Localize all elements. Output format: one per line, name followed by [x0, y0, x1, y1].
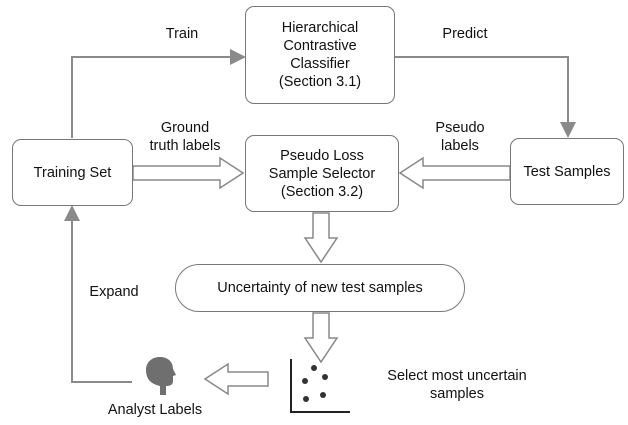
ground-truth-line-2: truth labels [149, 138, 221, 154]
select-line-2: samples [430, 386, 484, 402]
uncertainty-node: Uncertainty of new test samples [175, 264, 465, 312]
pseudo-line-1: Pseudo [435, 120, 485, 136]
analyst-labels-label: Analyst Labels [107, 402, 203, 418]
analyst-head-icon [146, 357, 176, 395]
ground-truth-label: Ground truth labels [135, 119, 235, 155]
selector-down-hollow-arrow [303, 212, 339, 264]
classifier-line-2: Contrastive [283, 38, 357, 54]
selector-line-1: Pseudo Loss [280, 147, 364, 164]
selector-line-3: (Section 3.2) [280, 183, 364, 200]
pseudo-labels-label: Pseudo labels [420, 119, 500, 155]
training-set-label: Training Set [33, 164, 112, 181]
selector-line-2: Sample Selector [268, 165, 376, 182]
select-line-1: Select most uncertain [387, 368, 527, 384]
to-analyst-hollow-arrow [203, 362, 269, 396]
ground-truth-line-1: Ground [160, 120, 210, 136]
selector-node: Pseudo Loss Sample Selector (Section 3.2… [245, 135, 399, 212]
expand-label: Expand [89, 284, 139, 300]
pseudo-labels-hollow-arrow [398, 156, 511, 190]
train-connector [71, 49, 246, 138]
select-uncertain-label: Select most uncertain samples [372, 367, 542, 403]
train-label: Train [165, 26, 199, 42]
predict-connector [395, 56, 576, 138]
training-set-node: Training Set [12, 139, 133, 206]
test-samples-label: Test Samples [523, 163, 611, 180]
uncertainty-label: Uncertainty of new test samples [217, 280, 423, 296]
classifier-line-4: (Section 3.1) [278, 74, 362, 90]
pseudo-line-2: labels [441, 138, 479, 154]
uncertainty-down-hollow-arrow [303, 312, 339, 364]
classifier-line-3: Classifier [290, 56, 350, 72]
classifier-line-1: Hierarchical [281, 20, 359, 36]
scatter-plot-icon [290, 359, 350, 413]
test-samples-node: Test Samples [510, 138, 624, 205]
expand-connector [64, 205, 132, 383]
predict-label: Predict [442, 26, 488, 42]
ground-truth-hollow-arrow [132, 156, 245, 190]
classifier-node: Hierarchical Contrastive Classifier (Sec… [245, 6, 395, 104]
